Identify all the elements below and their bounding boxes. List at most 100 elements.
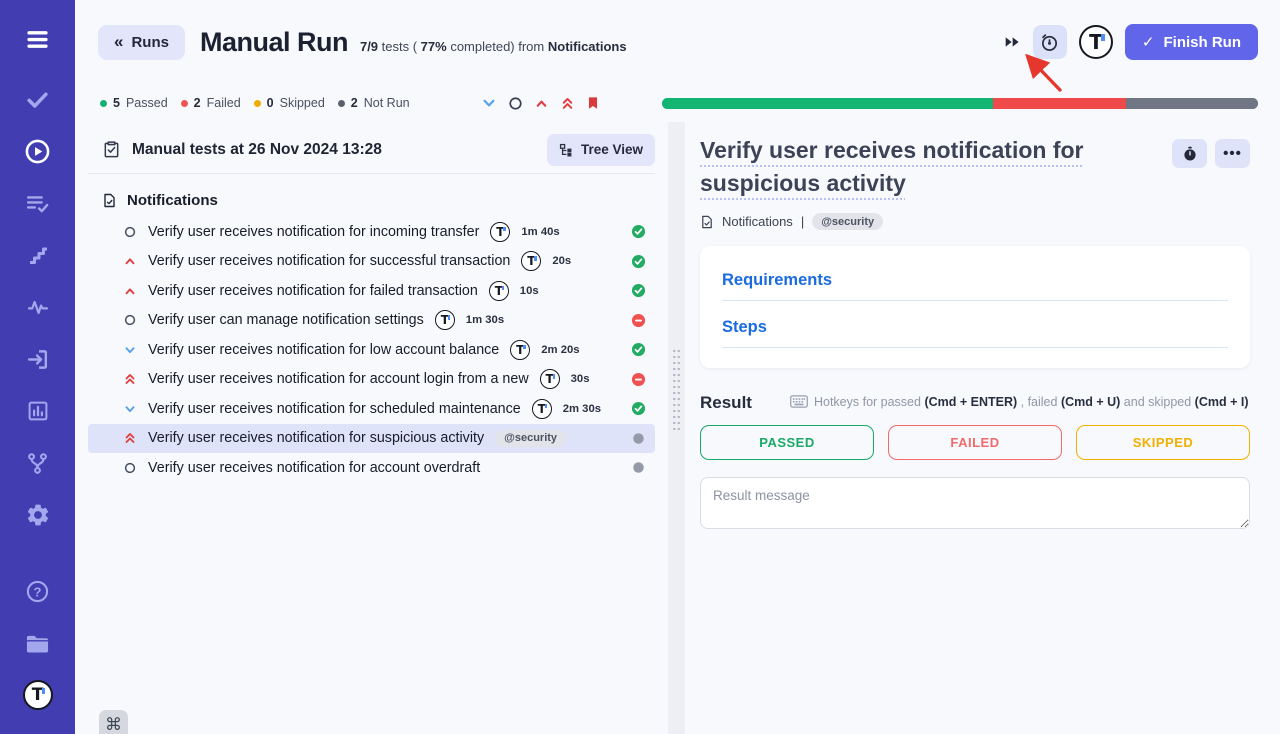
test-row[interactable]: Verify user receives notification for su… (88, 423, 655, 453)
sidebar-item-help[interactable]: ? (25, 578, 51, 604)
filter-low-priority-button[interactable] (481, 95, 497, 111)
run-progress-subtitle: 7/9 tests ( 77% completed) from Notifica… (359, 39, 627, 54)
test-title: Verify user receives notification for fa… (148, 282, 478, 299)
suite-name: Notifications (127, 191, 218, 209)
section-requirements[interactable]: Requirements (722, 271, 1228, 301)
bookmark-icon (586, 95, 600, 111)
sidebar-item-steps[interactable] (25, 242, 51, 268)
chevron-up-icon (534, 96, 549, 111)
steps-icon (26, 243, 50, 267)
circle-icon (508, 96, 523, 111)
keyboard-icon (790, 395, 808, 408)
test-title: Verify user receives notification for ac… (148, 371, 529, 388)
status-label: Skipped (279, 96, 325, 110)
testomat-logo-icon (490, 221, 511, 242)
topbar-actions: ✓ Finish Run (1004, 24, 1258, 92)
check-icon (25, 87, 50, 112)
test-row[interactable]: Verify user receives notification for sc… (88, 394, 655, 424)
meta-separator: | (800, 214, 805, 229)
tag-badge[interactable]: @security (812, 213, 884, 230)
sidebar-item-branches[interactable] (25, 450, 51, 476)
test-row[interactable]: Verify user receives notification for in… (88, 217, 655, 247)
hotkeys-hint: Hotkeys for passed (Cmd + ENTER) , faile… (790, 395, 1249, 409)
section-steps[interactable]: Steps (722, 318, 1228, 348)
hamburger-icon (24, 26, 51, 53)
sidebar-item-analytics[interactable] (25, 398, 51, 424)
chevrons-up-icon (560, 96, 575, 111)
priority-high-icon (123, 254, 137, 268)
stopwatch-button[interactable] (1172, 139, 1207, 168)
sidebar-item-menu[interactable] (25, 26, 51, 52)
status-dot-icon (253, 99, 261, 107)
sidebar-item-testomat-logo[interactable] (22, 680, 53, 710)
priority-low-icon (123, 402, 137, 416)
page-title: Manual Run (199, 26, 349, 57)
sidebar-item-import[interactable] (25, 346, 51, 372)
auto-timer-button[interactable] (1032, 25, 1067, 59)
result-skipped-button[interactable]: SKIPPED (1076, 425, 1250, 460)
command-key-button[interactable]: ⌘ (99, 710, 128, 734)
test-title: Verify user receives notification for sc… (148, 400, 521, 417)
sidebar-item-tests[interactable] (25, 86, 51, 112)
meta-suite-link[interactable]: Notifications (722, 214, 793, 229)
test-duration: 1m 30s (465, 314, 505, 327)
test-meta: Notifications | @security (700, 213, 1250, 230)
tree-icon (559, 143, 573, 157)
clipboard-check-icon (102, 140, 121, 159)
run-title: Manual tests at 26 Nov 2024 13:28 (132, 140, 382, 158)
priority-low-icon (123, 343, 137, 357)
test-title: Verify user receives notification for ac… (148, 459, 481, 476)
result-failed-button[interactable]: FAILED (888, 425, 1062, 460)
test-row[interactable]: Verify user receives notification for fa… (88, 276, 655, 306)
hotkey-segment: and skipped (1120, 394, 1195, 409)
back-to-runs-label: Runs (131, 33, 169, 51)
test-row[interactable]: Verify user receives notification for su… (88, 247, 655, 277)
result-message-input[interactable] (700, 477, 1250, 529)
content: Manual tests at 26 Nov 2024 13:28 Tree V… (75, 122, 1280, 734)
hotkey-segment: , failed (1017, 394, 1061, 409)
finish-run-label: Finish Run (1163, 33, 1242, 51)
filter-urgent-priority-button[interactable] (560, 96, 575, 111)
test-title: Verify user can manage notification sett… (148, 312, 424, 329)
folder-icon (24, 630, 51, 657)
bar-chart-icon (26, 399, 50, 423)
panel-resize-handle[interactable] (668, 122, 685, 734)
back-to-runs-button[interactable]: « Runs (98, 24, 185, 60)
sidebar-item-settings[interactable] (25, 502, 51, 528)
testomat-logo-icon[interactable] (1078, 25, 1113, 59)
test-row[interactable]: Verify user receives notification for ac… (88, 453, 655, 483)
help-icon: ? (25, 579, 50, 604)
tag-badge: @security (495, 429, 567, 447)
filter-bookmarked-button[interactable] (586, 95, 600, 111)
play-circle-icon (24, 138, 51, 165)
status-passed-icon (631, 401, 646, 416)
priority-urgent-icon (123, 372, 137, 386)
sidebar-item-projects[interactable] (25, 630, 51, 656)
suite-header[interactable]: Notifications (88, 184, 655, 216)
test-row[interactable]: Verify user receives notification for lo… (88, 335, 655, 365)
testomat-logo-icon (434, 310, 455, 331)
tree-view-button[interactable]: Tree View (546, 133, 655, 166)
progress-segment-failed (992, 97, 1126, 109)
sidebar-item-test-plans[interactable] (25, 190, 51, 216)
priority-filters (481, 95, 600, 111)
result-buttons: PASSED FAILED SKIPPED (700, 425, 1250, 460)
result-passed-button[interactable]: PASSED (700, 425, 874, 460)
status-notrun-icon (631, 460, 646, 475)
more-options-button[interactable]: ••• (1215, 139, 1250, 168)
double-chevron-left-icon: « (114, 32, 124, 51)
main-area: « Runs Manual Run 7/9 tests ( 77% comple… (75, 0, 1280, 734)
finish-run-button[interactable]: ✓ Finish Run (1124, 24, 1258, 60)
test-row[interactable]: Verify user can manage notification sett… (88, 306, 655, 336)
status-count: 0 (266, 96, 274, 110)
document-check-icon (700, 215, 714, 229)
sidebar-item-runs[interactable] (25, 138, 51, 164)
filter-normal-priority-button[interactable] (508, 96, 523, 111)
status-passed-icon (631, 224, 646, 239)
filter-high-priority-button[interactable] (534, 96, 549, 111)
status-failed-icon (631, 372, 646, 387)
fast-forward-icon[interactable] (1004, 35, 1021, 49)
sidebar-item-activity[interactable] (25, 294, 51, 320)
test-row[interactable]: Verify user receives notification for ac… (88, 365, 655, 395)
